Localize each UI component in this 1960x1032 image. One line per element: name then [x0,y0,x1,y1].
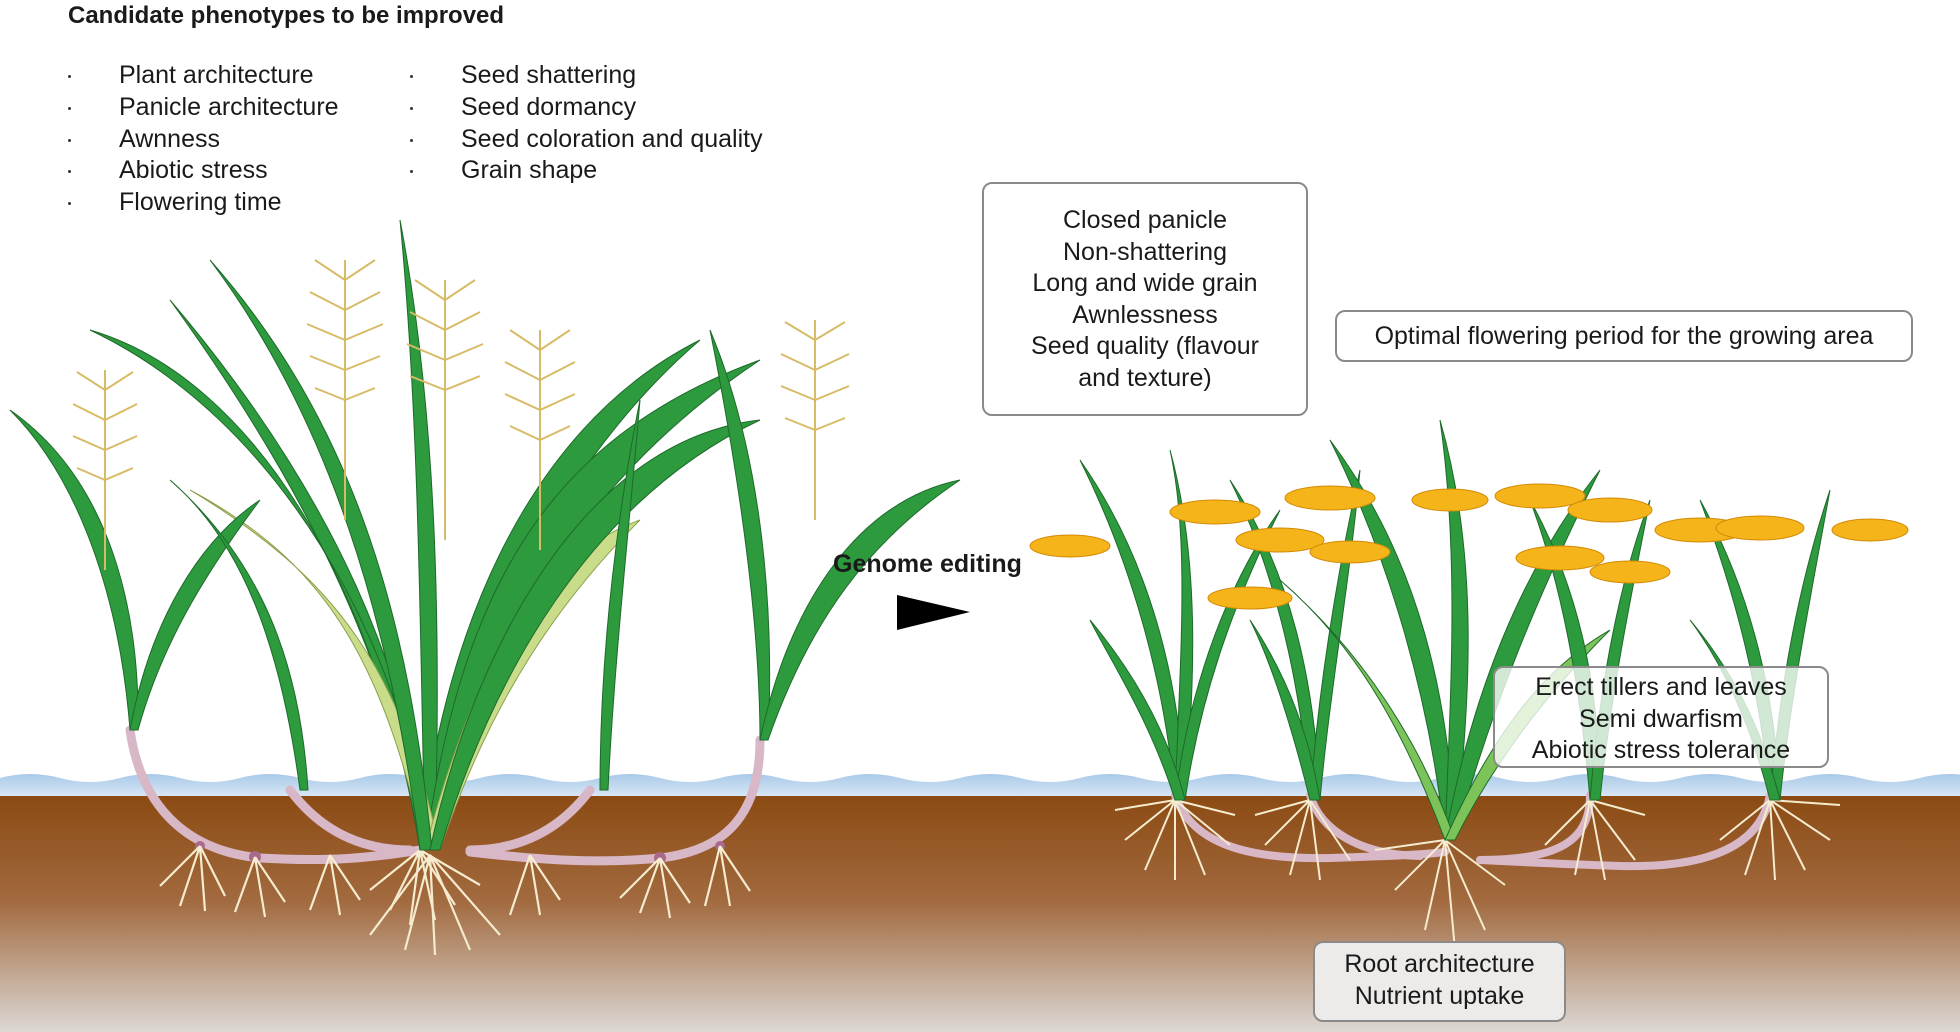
bullet-icon [68,138,71,142]
bullet-icon [410,138,413,142]
phenotype-item: Awnness [68,124,339,156]
trait-line: Abiotic stress tolerance [1531,736,1791,764]
bullet-icon [68,75,71,78]
phenotype-item: Seed dormancy [410,92,763,124]
bullet-icon [68,170,71,174]
trait-line: Optimal flowering period for the growing… [1374,322,1874,350]
bullet-icon [68,202,71,206]
trait-line: Erect tillers and leaves [1535,673,1787,701]
phenotype-item: Plant architecture [68,60,339,92]
phenotype-item: Grain shape [410,155,763,187]
trait-line: Semi dwarfism [1579,704,1743,733]
trait-line: Non-shattering [1063,237,1227,266]
genome-editing-label: Genome editing [833,550,1022,578]
trait-line: and texture) [1078,363,1212,392]
trait-line: Awnlessness [1072,300,1218,329]
wild-rice-plant [9,219,961,956]
trait-line: Nutrient uptake [1354,981,1525,1010]
bullet-icon [410,106,413,110]
bullet-icon [68,106,71,110]
tiller-traits-box: Erect tillers and leaves Semi dwarfism A… [1493,666,1829,768]
bullet-icon [410,75,413,78]
phenotype-list-left: Plant architecture Panicle architecture … [68,60,339,219]
phenotype-item: Flowering time [68,187,339,219]
edited-roots [1114,799,1841,951]
edited-grain-panicles [1029,483,1909,610]
wild-leaves [9,219,961,851]
grain-traits-box: Closed panicle Non-shattering Long and w… [982,182,1308,416]
trait-line: Root architecture [1344,950,1535,978]
phenotype-list-right: Seed shattering Seed dormancy Seed color… [410,60,763,187]
bullet-icon [410,170,413,174]
soil-layer [0,794,1960,1032]
wild-roots [159,845,751,956]
phenotype-item: Panicle architecture [68,92,339,124]
phenotype-item: Abiotic stress [68,155,339,187]
genome-editing-arrow [897,595,970,630]
phenotype-item: Seed shattering [410,60,763,92]
trait-line: Long and wide grain [1032,269,1258,297]
wild-panicles [72,259,850,570]
phenotypes-heading: Candidate phenotypes to be improved [68,2,505,29]
phenotype-item: Seed coloration and quality [410,124,763,156]
trait-line: Closed panicle [1063,206,1227,234]
trait-line: Seed quality (flavour [1031,332,1259,360]
root-traits-box: Root architecture Nutrient uptake [1313,941,1566,1022]
flowering-box: Optimal flowering period for the growing… [1335,310,1913,362]
